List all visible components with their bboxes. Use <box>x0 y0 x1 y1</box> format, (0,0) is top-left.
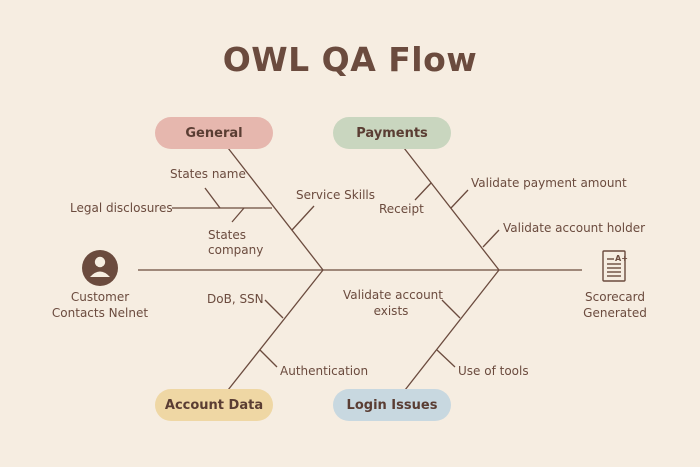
scorecard-icon: A+ <box>602 250 628 282</box>
sub-bone-states-company <box>231 207 245 223</box>
end-label-line1: Scorecard <box>585 290 645 304</box>
cause-validate-account-holder: Validate account holder <box>503 221 646 235</box>
diagram-title: OWL QA Flow <box>222 40 478 79</box>
end-label-line2: Generated <box>583 306 647 320</box>
sub-bone-validate-exists <box>441 299 461 319</box>
sub-bone-tools <box>436 349 456 368</box>
sub-bone-dob <box>264 299 284 319</box>
cause-legal-disclosures: Legal disclosures <box>70 201 173 215</box>
bone-general <box>227 147 324 271</box>
sub-bone-authentication <box>259 349 278 368</box>
bone-login-issues <box>404 269 500 391</box>
cause-validate-payment-amount: Validate payment amount <box>471 176 627 190</box>
cause-states-company-line2: company <box>208 243 264 257</box>
cause-service-skills: Service Skills <box>296 188 375 202</box>
user-icon <box>82 250 118 286</box>
start-label-line2: Contacts Nelnet <box>51 306 149 320</box>
category-payments: Payments <box>333 117 451 149</box>
cause-authentication: Authentication <box>280 364 369 378</box>
cause-states-name: States name <box>170 167 246 181</box>
sub-bone-receipt <box>414 182 432 201</box>
sub-bone-account-holder <box>482 229 500 248</box>
category-account-data: Account Data <box>155 389 273 421</box>
cause-receipt: Receipt <box>379 202 424 216</box>
category-login-issues: Login Issues <box>333 389 451 421</box>
bone-payments <box>403 147 500 271</box>
cause-states-company-line1: States <box>208 228 247 242</box>
cause-validate-account-exists-line1: Validate account <box>343 288 443 302</box>
start-label-line1: Customer <box>70 290 130 304</box>
sub-bone-service-skills <box>291 205 315 231</box>
svg-text:A+: A+ <box>615 254 628 263</box>
cause-validate-account-exists-line2: exists <box>373 304 409 318</box>
cause-use-of-tools: Use of tools <box>458 364 529 378</box>
sub-bone-payment-amount <box>450 189 469 209</box>
bone-account-data <box>227 269 324 391</box>
category-general: General <box>155 117 273 149</box>
sub-bone-states-name <box>204 187 221 209</box>
cause-dob-ssn: DoB, SSN <box>207 292 264 306</box>
